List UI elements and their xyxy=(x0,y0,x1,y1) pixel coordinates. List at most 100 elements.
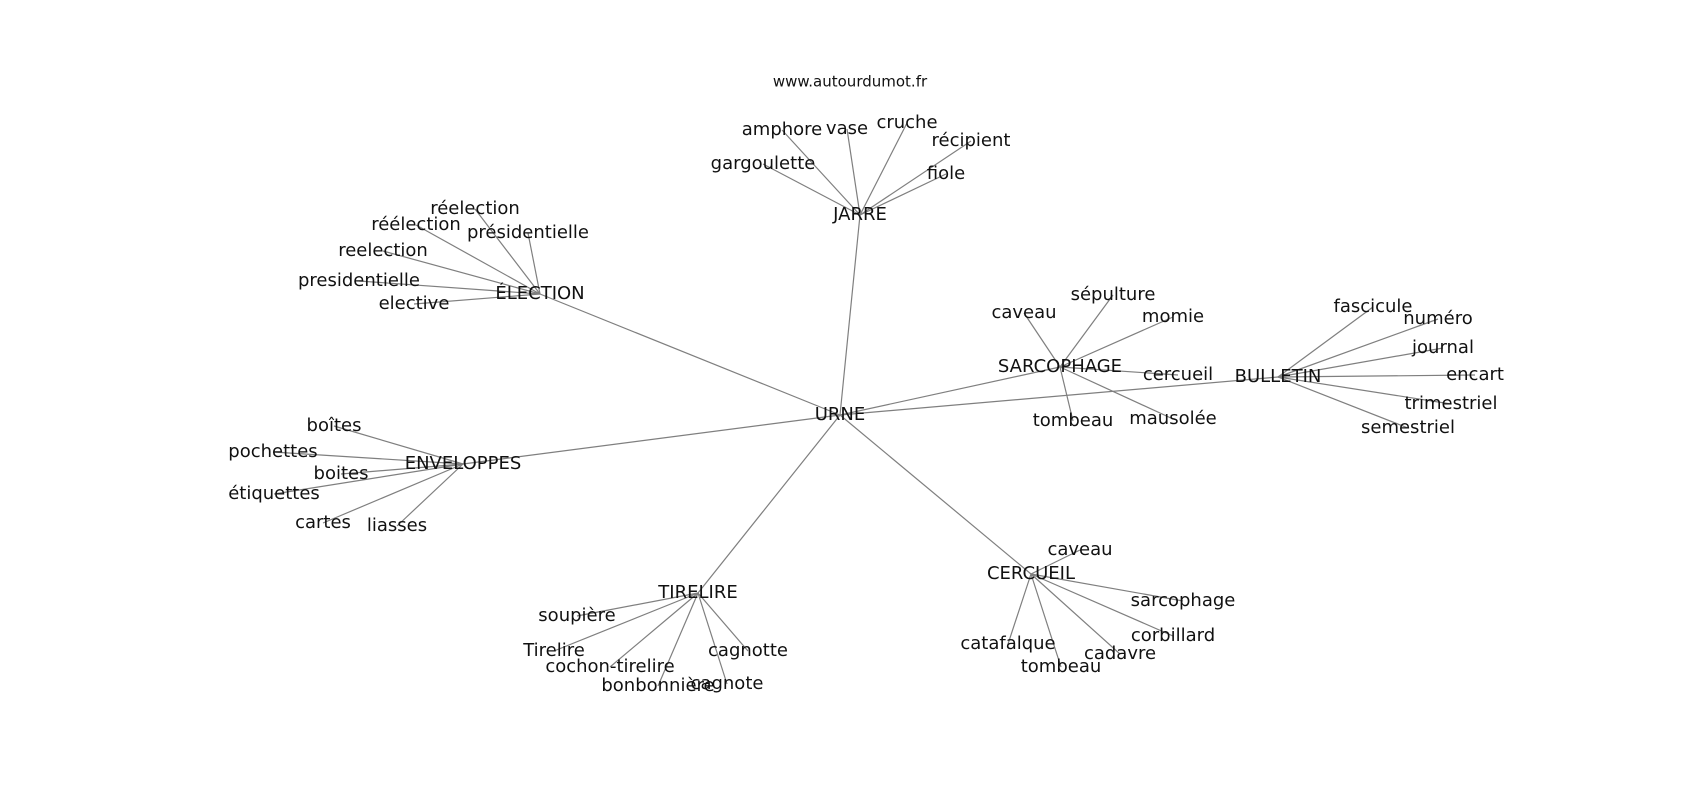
node-label-semestriel[interactable]: semestriel xyxy=(1361,417,1455,438)
edge-urne-election xyxy=(539,293,841,416)
edge-election-reelection-1 xyxy=(474,208,541,295)
edge-sarcophage-cercueil-word xyxy=(1059,366,1179,376)
node-label-reelection-1[interactable]: réelection xyxy=(430,198,520,219)
node-label-caveau-2[interactable]: caveau xyxy=(1047,539,1112,560)
hub-node-enveloppes[interactable]: ENVELOPPES xyxy=(405,453,522,474)
hub-node-jarre[interactable]: JARRE xyxy=(832,204,887,225)
node-label-presidentielle-1[interactable]: présidentielle xyxy=(467,222,589,243)
edge-cercueil-corbillard xyxy=(1030,573,1174,637)
edge-bulletin-semestriel xyxy=(1277,376,1409,429)
edge-bulletin-trimestriel xyxy=(1277,376,1452,405)
node-label-numero[interactable]: numéro xyxy=(1403,308,1472,329)
edge-bulletin-fascicule xyxy=(1277,306,1374,378)
node-label-cagnote[interactable]: cagnote xyxy=(691,673,764,694)
edge-tirelire-tirelire-word xyxy=(553,592,699,652)
edge-enveloppes-boites-1 xyxy=(333,425,464,465)
edge-sarcophage-tombeau-1 xyxy=(1059,366,1074,422)
hub-node-urne[interactable]: URNE xyxy=(815,404,866,425)
node-label-sarcophage-word[interactable]: sarcophage xyxy=(1131,590,1236,611)
node-label-gargoulette[interactable]: gargoulette xyxy=(711,153,816,174)
node-label-boites-1[interactable]: boîtes xyxy=(307,415,362,436)
edge-jarre-gargoulette xyxy=(762,163,861,216)
edge-jarre-amphore xyxy=(781,129,861,216)
node-label-etiquettes[interactable]: étiquettes xyxy=(228,483,320,504)
node-label-recipient[interactable]: récipient xyxy=(932,130,1011,151)
node-label-corbillard[interactable]: corbillard xyxy=(1131,625,1215,646)
node-label-journal[interactable]: journal xyxy=(1411,337,1474,358)
edge-enveloppes-boites-2 xyxy=(340,463,464,475)
node-label-liasses[interactable]: liasses xyxy=(367,515,427,536)
edge-enveloppes-cartes xyxy=(322,463,464,524)
edge-enveloppes-liasses xyxy=(396,463,464,527)
edge-cercueil-sarcophage-word xyxy=(1030,573,1184,602)
edge-urne-sarcophage xyxy=(839,366,1061,416)
edge-jarre-vase xyxy=(846,128,861,216)
node-label-vase[interactable]: vase xyxy=(826,118,868,139)
node-label-boites-2[interactable]: boites xyxy=(314,463,369,484)
edge-election-reelection-2 xyxy=(415,224,541,295)
node-label-caveau-1[interactable]: caveau xyxy=(991,302,1056,323)
graph-labels: URNE JARRE ÉLECTION SARCOPHAGE BULLETIN ENVEL… xyxy=(228,112,1504,696)
node-label-reelection-3[interactable]: reelection xyxy=(338,240,428,261)
node-label-cruche[interactable]: cruche xyxy=(876,112,937,133)
edge-election-elective xyxy=(413,293,541,305)
edge-sarcophage-sepulture xyxy=(1059,294,1114,368)
edge-cercueil-tombeau-2 xyxy=(1030,573,1062,668)
edge-election-presidentielle-1 xyxy=(527,232,541,295)
node-label-encart[interactable]: encart xyxy=(1446,364,1504,385)
hub-node-election[interactable]: ÉLECTION xyxy=(495,282,584,304)
edge-tirelire-cochon-tirelire xyxy=(609,592,699,668)
edge-sarcophage-mausolee xyxy=(1059,366,1174,420)
edge-urne-tirelire xyxy=(697,414,841,594)
edge-jarre-cruche xyxy=(859,122,908,216)
node-label-tombeau-2[interactable]: tombeau xyxy=(1021,656,1102,677)
node-label-reelection-2[interactable]: réélection xyxy=(371,214,461,235)
node-label-bonbonniere[interactable]: bonbonnière xyxy=(601,675,714,696)
edge-sarcophage-caveau-1 xyxy=(1023,312,1061,368)
hub-node-bulletin[interactable]: BULLETIN xyxy=(1235,366,1322,387)
node-label-amphore[interactable]: amphore xyxy=(742,119,823,140)
hub-node-tirelire[interactable]: TIRELIRE xyxy=(657,582,737,603)
edge-tirelire-cagnote xyxy=(697,592,728,685)
edge-urne-cercueil xyxy=(839,414,1032,575)
edge-election-reelection-3 xyxy=(382,250,541,295)
node-label-momie[interactable]: momie xyxy=(1142,306,1204,327)
node-label-cadavre[interactable]: cadavre xyxy=(1084,643,1156,664)
edge-bulletin-journal xyxy=(1277,347,1444,378)
edge-election-presidentielle-2 xyxy=(358,280,541,295)
node-label-fiole[interactable]: fiole xyxy=(927,163,965,184)
node-label-cagnotte[interactable]: cagnotte xyxy=(708,640,788,661)
node-label-mausolee[interactable]: mausolée xyxy=(1129,408,1217,429)
edge-urne-jarre xyxy=(839,214,861,416)
edge-cercueil-cadavre xyxy=(1030,573,1121,655)
hub-node-cercueil[interactable]: CERCUEIL xyxy=(987,563,1075,584)
node-label-elective[interactable]: elective xyxy=(379,293,450,314)
node-label-cercueil-word[interactable]: cercueil xyxy=(1143,364,1213,385)
node-label-fascicule[interactable]: fascicule xyxy=(1333,296,1412,317)
edge-jarre-fiole xyxy=(859,173,947,216)
node-label-soupiere[interactable]: soupière xyxy=(538,605,615,626)
edge-urne-bulletin xyxy=(839,376,1279,416)
node-label-presidentielle-2[interactable]: presidentielle xyxy=(298,270,420,291)
node-label-cochon-tirelire[interactable]: cochon-tirelire xyxy=(545,656,674,677)
edge-bulletin-encart xyxy=(1277,374,1476,378)
edge-tirelire-soupiere xyxy=(576,592,699,617)
hub-node-sarcophage[interactable]: SARCOPHAGE xyxy=(998,356,1122,377)
edge-jarre-recipient xyxy=(859,140,972,216)
node-label-sepulture[interactable]: sépulture xyxy=(1071,284,1156,305)
edge-cercueil-caveau-2 xyxy=(1030,549,1081,575)
node-label-catafalque[interactable]: catafalque xyxy=(960,633,1055,654)
node-label-trimestriel[interactable]: trimestriel xyxy=(1405,393,1498,414)
edge-enveloppes-pochettes xyxy=(272,451,464,465)
source-watermark: www.autourdumot.fr xyxy=(773,73,928,91)
graph-edges xyxy=(272,122,1476,687)
edge-tirelire-bonbonniere xyxy=(657,592,699,687)
node-label-cartes[interactable]: cartes xyxy=(295,512,351,533)
node-label-tirelire-word[interactable]: Tirelire xyxy=(522,640,585,661)
node-label-tombeau-1[interactable]: tombeau xyxy=(1033,410,1114,431)
edge-sarcophage-momie xyxy=(1059,316,1174,368)
edge-tirelire-cagnotte xyxy=(697,592,749,652)
node-label-pochettes[interactable]: pochettes xyxy=(228,441,317,462)
